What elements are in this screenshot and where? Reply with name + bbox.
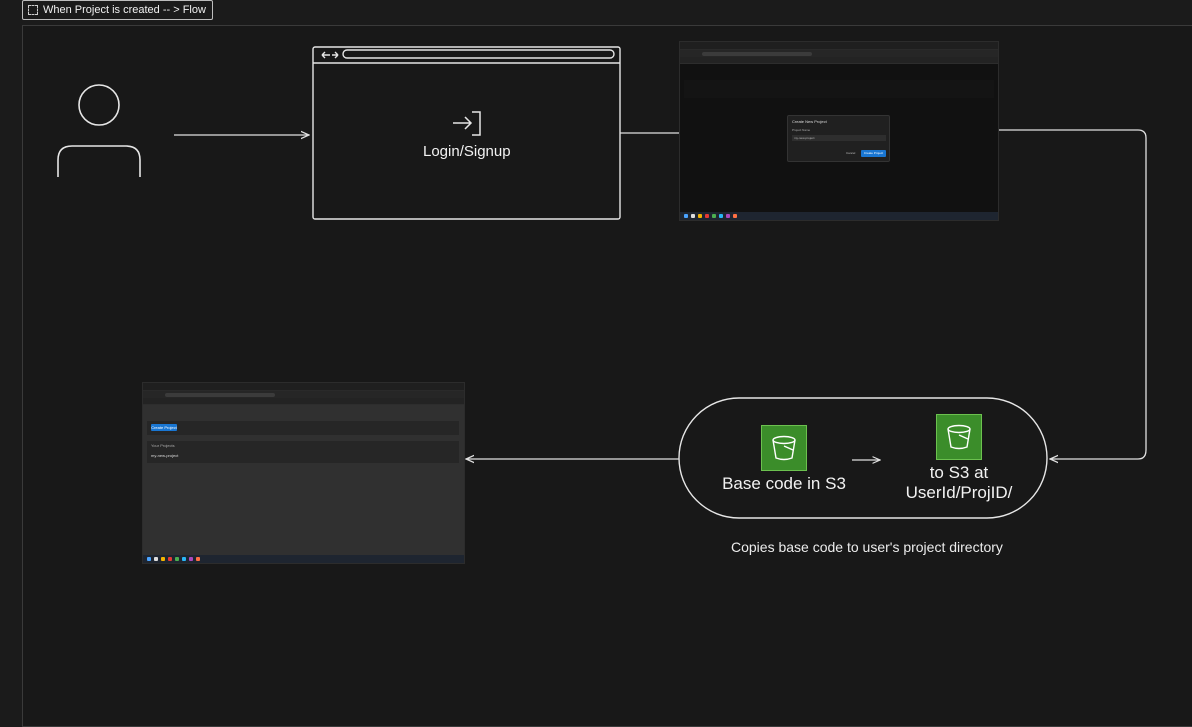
modal-cancel-button[interactable]: Cancel xyxy=(846,151,856,155)
frame-title-tag[interactable]: When Project is created -- > Flow xyxy=(22,0,213,20)
modal-title: Create New Project xyxy=(792,119,827,124)
user-icon xyxy=(57,84,141,177)
dashboard-toolbar: Create Project xyxy=(147,421,459,435)
s3-caption: Copies base code to user's project direc… xyxy=(731,539,1003,555)
diagram-canvas xyxy=(57,46,1147,519)
address-bar xyxy=(143,391,464,398)
frame-icon xyxy=(28,5,38,15)
s3-bucket-icon xyxy=(761,425,807,471)
dest-label-line2: UserId/ProjID/ xyxy=(905,483,1013,502)
projects-list: Your Projects my-new-project xyxy=(147,441,459,463)
bookmarks-bar xyxy=(680,57,998,64)
dest-label-line1: to S3 at xyxy=(929,463,989,482)
screenshot-create-modal: Create New Project Project Name my-new-p… xyxy=(679,41,999,221)
browser-tabs xyxy=(143,383,464,391)
create-project-button[interactable]: Create Project xyxy=(151,424,177,431)
bookmarks-bar xyxy=(143,398,464,405)
s3-bucket-icon xyxy=(936,414,982,460)
login-label: Login/Signup xyxy=(423,143,511,160)
screenshot-dashboard: Create Project Your Projects my-new-proj… xyxy=(142,382,465,564)
dimmed-page xyxy=(684,80,994,98)
modal-create-button[interactable]: Create Project xyxy=(861,150,886,157)
s3-process-container xyxy=(678,397,1048,519)
address-bar xyxy=(680,50,998,57)
frame-title: When Project is created -- > Flow xyxy=(43,4,206,16)
login-icon xyxy=(453,111,481,136)
browser-tabs xyxy=(680,42,998,50)
taskbar xyxy=(143,555,464,563)
projects-heading: Your Projects xyxy=(151,443,175,448)
modal-field-label: Project Name xyxy=(792,128,811,132)
create-project-modal: Create New Project Project Name my-new-p… xyxy=(787,115,890,162)
arrow-modal-to-s3 xyxy=(998,129,1147,459)
taskbar xyxy=(680,212,998,220)
base-code-label: Base code in S3 xyxy=(722,474,846,493)
project-name-input[interactable]: my-new-project xyxy=(792,135,886,141)
browser-window xyxy=(312,46,621,220)
project-row[interactable]: my-new-project xyxy=(151,453,179,458)
